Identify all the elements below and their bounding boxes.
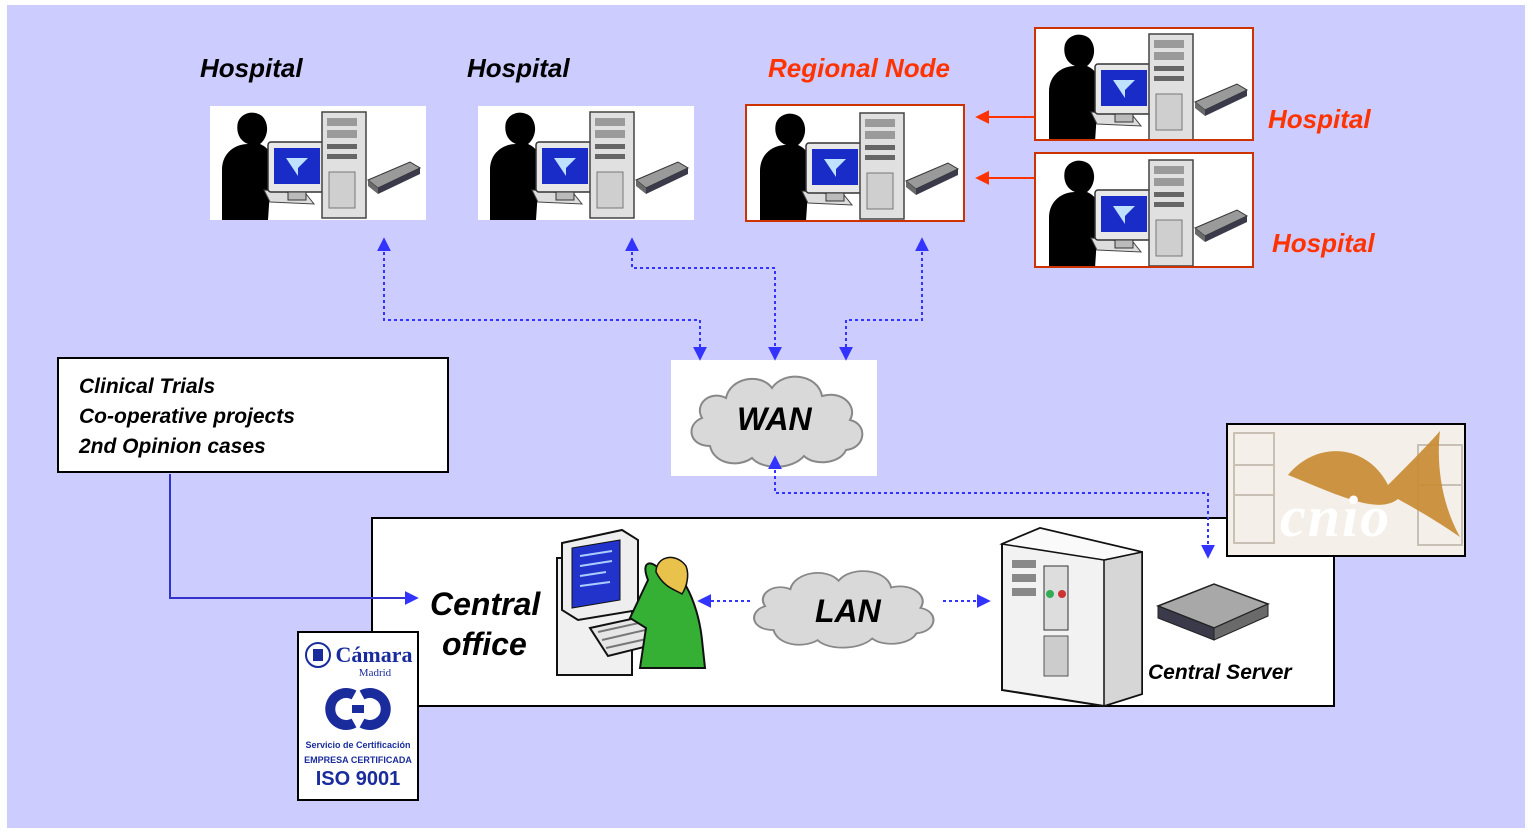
office-operator-icon — [628, 556, 707, 669]
central-server-tower-icon — [999, 526, 1143, 708]
certification-service: Servicio de Certificación — [305, 740, 411, 750]
central-server-modem-icon — [1155, 583, 1270, 641]
regional-node-label: Regional Node — [768, 53, 951, 83]
hospital-workstation-right-1 — [1034, 27, 1254, 141]
camara-org-name: Cámara — [335, 642, 413, 667]
wan-label: WAN — [737, 401, 812, 437]
hospital-label-right-2: Hospital — [1272, 228, 1375, 258]
hospital-workstation-right-2 — [1034, 152, 1254, 268]
central-server-label: Central Server — [1148, 661, 1292, 684]
wan-link-hospital-2 — [625, 237, 782, 361]
note-cooperative-projects: Co-operative projects — [79, 405, 295, 428]
central-office-line1: Central — [430, 586, 541, 622]
iso-certification-badge: Cámara Madrid Servicio de Certificación … — [297, 631, 419, 801]
hospital-label-right-1: Hospital — [1268, 104, 1371, 134]
note-second-opinion: 2nd Opinion cases — [79, 435, 266, 458]
cnio-logo: cnio — [1226, 423, 1466, 557]
notes-to-office-line — [169, 474, 419, 605]
camara-header: Cámara — [299, 641, 417, 669]
cnio-logo-graphic — [1233, 431, 1463, 546]
hospital-label-1: Hospital — [200, 53, 303, 83]
note-clinical-trials: Clinical Trials — [79, 375, 216, 398]
cnio-logo-text: cnio — [1280, 484, 1392, 549]
notes-box: Clinical Trials Co-operative projects 2n… — [57, 357, 449, 473]
lan-label: LAN — [815, 593, 881, 629]
wan-link-hospital-1 — [377, 237, 707, 361]
wan-link-central-server — [768, 455, 1215, 559]
hospital-workstation-2 — [478, 106, 694, 220]
hospital-workstation-1 — [210, 106, 426, 220]
hospital-label-2: Hospital — [467, 53, 570, 83]
regional-node-workstation — [745, 104, 965, 222]
certification-mark-icon — [325, 688, 391, 730]
iso-standard: ISO 9001 — [315, 768, 401, 790]
certified-company: EMPRESA CERTIFICADA — [304, 755, 412, 765]
camara-city: Madrid — [358, 667, 392, 679]
central-office-computer-icon — [556, 528, 674, 676]
wan-link-regional-node — [839, 237, 929, 361]
camara-crest-icon — [304, 642, 331, 668]
central-office-line2: office — [442, 626, 527, 662]
central-office-label: Central office — [430, 584, 540, 664]
